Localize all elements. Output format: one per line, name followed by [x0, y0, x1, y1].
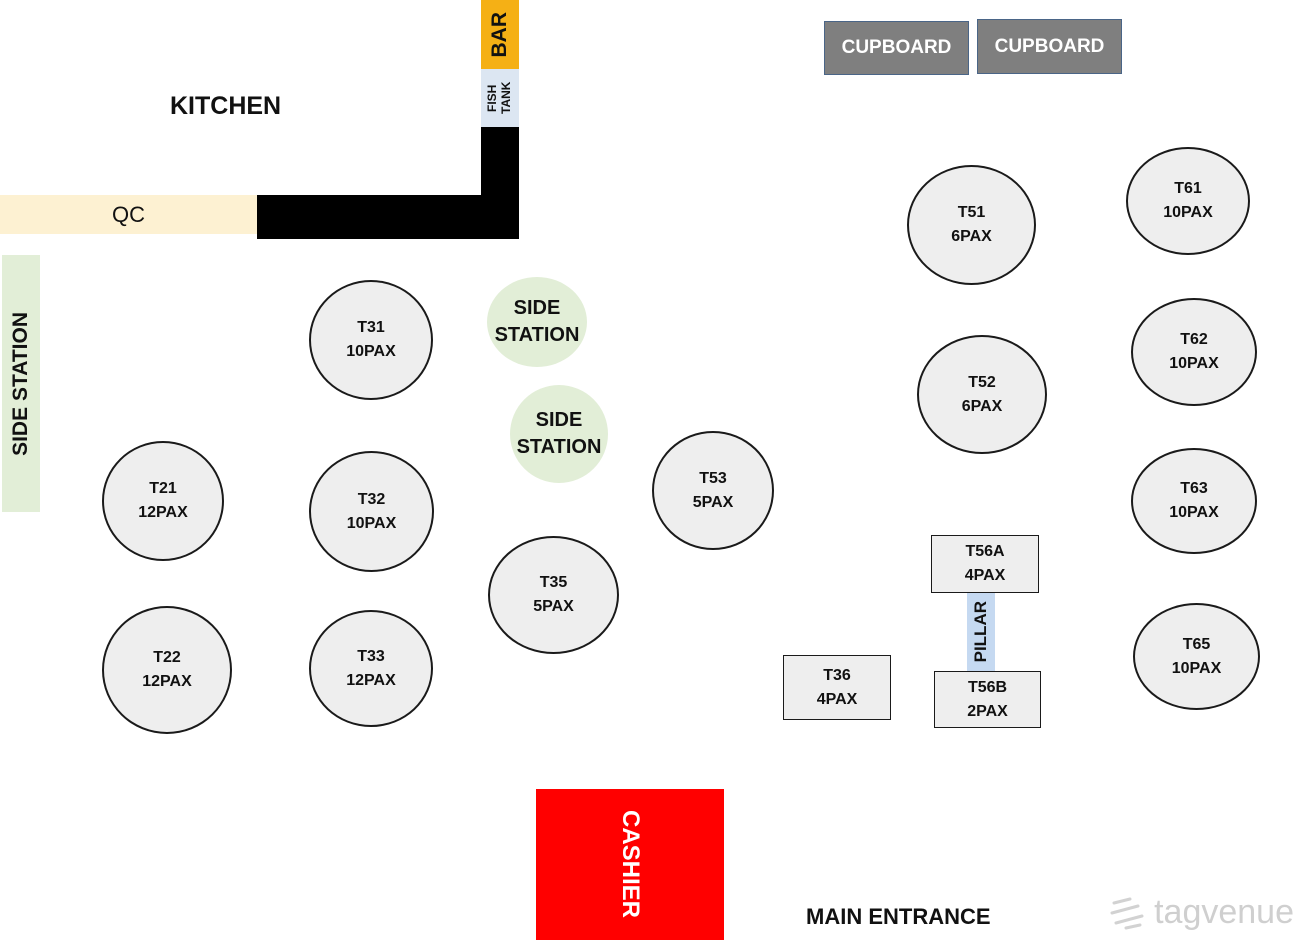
table-t56b[interactable]: T56B 2PAX [934, 671, 1041, 728]
table-t22-id: T22 [153, 649, 181, 666]
table-t56a[interactable]: T56A 4PAX [931, 535, 1039, 593]
table-t56b-pax: 2PAX [967, 702, 1008, 720]
table-t33-pax: 12PAX [346, 671, 396, 689]
table-t63-id: T63 [1180, 480, 1208, 497]
table-t31-pax: 10PAX [346, 343, 396, 360]
table-t21[interactable]: T21 12PAX [102, 441, 224, 561]
table-t36-pax: 4PAX [816, 690, 858, 708]
table-t33[interactable]: T33 12PAX [309, 610, 433, 727]
table-t62-id: T62 [1180, 331, 1208, 348]
side-station-1-label: SIDE STATION [494, 297, 580, 346]
fish-tank: FISH TANK [481, 69, 519, 127]
table-t56a-pax: 4PAX [964, 567, 1006, 584]
table-t61[interactable]: T61 10PAX [1126, 147, 1250, 255]
table-t51-id: T51 [957, 204, 986, 221]
fish-tank-label: FISH TANK [485, 81, 513, 115]
table-t36[interactable]: T36 4PAX [783, 655, 891, 720]
qc-area: QC [0, 195, 257, 234]
table-t61-id: T61 [1174, 180, 1202, 197]
cashier-label: CASHIER [617, 810, 644, 919]
side-station-2: SIDE STATION [510, 385, 608, 483]
table-t53[interactable]: T53 5PAX [652, 431, 774, 550]
table-t32-pax: 10PAX [346, 514, 397, 532]
table-t61-pax: 10PAX [1163, 204, 1213, 221]
kitchen-label: KITCHEN [170, 92, 282, 120]
table-t62-pax: 10PAX [1169, 355, 1219, 372]
table-t35-id: T35 [539, 574, 568, 591]
table-t52-id: T52 [968, 373, 996, 391]
pillar-label: PILLAR [971, 601, 990, 663]
side-station-1: SIDE STATION [487, 277, 587, 367]
table-t36-id: T36 [823, 666, 851, 684]
table-t21-pax: 12PAX [138, 504, 188, 521]
table-t65-pax: 10PAX [1171, 659, 1222, 677]
cupboard-1: CUPBOARD [824, 21, 969, 75]
table-t51[interactable]: T51 6PAX [907, 165, 1036, 285]
watermark-text: tagvenue [1154, 893, 1294, 931]
side-station-wall: SIDE STATION [2, 255, 40, 512]
table-t22[interactable]: T22 12PAX [102, 606, 232, 734]
table-t56b-id: T56B [967, 678, 1008, 696]
side-station-2-label: SIDE STATION [516, 409, 602, 458]
kitchen-wall-horizontal [257, 195, 519, 239]
table-t51-pax: 6PAX [951, 228, 992, 245]
table-t33-id: T33 [357, 647, 385, 665]
table-t22-pax: 12PAX [142, 673, 192, 690]
table-t52[interactable]: T52 6PAX [917, 335, 1047, 454]
table-t21-id: T21 [149, 480, 177, 497]
side-station-wall-label: SIDE STATION [9, 311, 32, 456]
watermark-logo-icon [1110, 897, 1144, 929]
table-t63[interactable]: T63 10PAX [1131, 448, 1257, 554]
table-t56a-id: T56A [965, 543, 1005, 560]
bar-label: BAR [488, 11, 511, 58]
table-t31[interactable]: T31 10PAX [309, 280, 433, 400]
main-entrance-label: MAIN ENTRANCE [806, 904, 991, 929]
table-t63-pax: 10PAX [1169, 504, 1219, 521]
table-t35[interactable]: T35 5PAX [488, 536, 619, 654]
bar-area: BAR [481, 0, 519, 69]
table-t53-pax: 5PAX [692, 493, 734, 511]
table-t65[interactable]: T65 10PAX [1133, 603, 1260, 710]
table-t32-id: T32 [357, 490, 386, 508]
table-t52-pax: 6PAX [961, 397, 1003, 415]
table-t32[interactable]: T32 10PAX [309, 451, 434, 572]
qc-label: QC [112, 201, 145, 227]
table-t53-id: T53 [699, 469, 727, 487]
table-t65-id: T65 [1182, 635, 1211, 653]
watermark: tagvenue [1108, 893, 1294, 932]
cashier-area: CASHIER [536, 789, 724, 940]
pillar: PILLAR [967, 593, 995, 671]
table-t62[interactable]: T62 10PAX [1131, 298, 1257, 406]
table-t35-pax: 5PAX [533, 598, 574, 615]
cupboard-2: CUPBOARD [977, 19, 1122, 74]
table-t31-id: T31 [357, 319, 385, 336]
